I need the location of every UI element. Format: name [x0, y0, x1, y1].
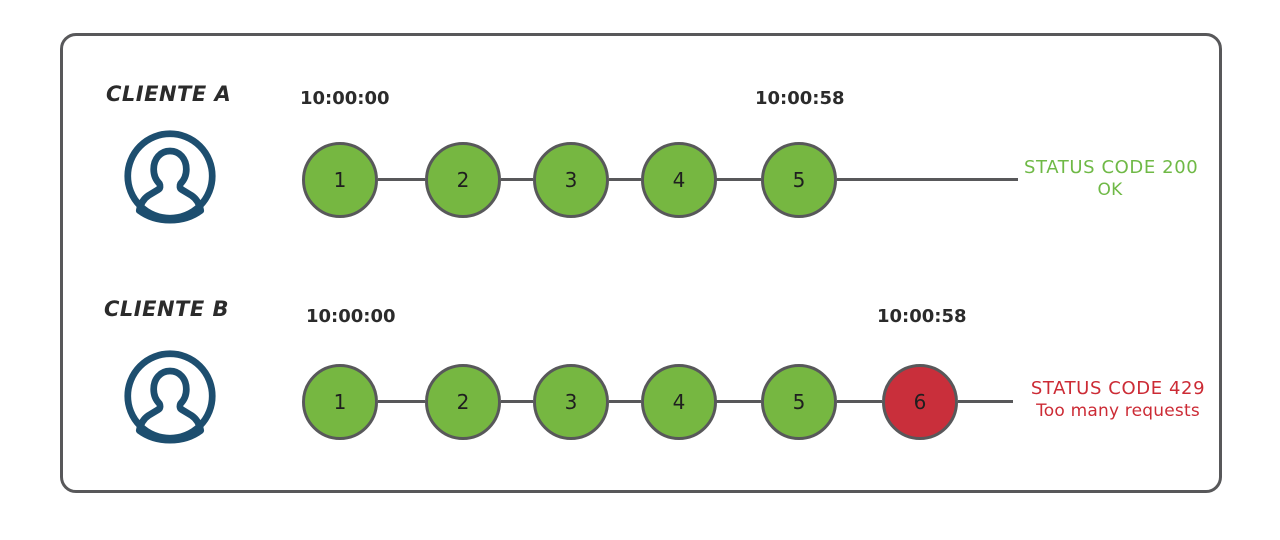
request-chain-b: 1 2 3 4 5 6	[302, 364, 1022, 464]
chain-connector	[609, 400, 641, 403]
request-node[interactable]: 2	[425, 364, 501, 440]
request-node-number: 2	[456, 390, 470, 414]
request-node-number: 3	[564, 168, 578, 192]
client-label-a: CLIENTE A	[106, 82, 232, 106]
request-node[interactable]: 1	[302, 364, 378, 440]
chain-connector	[716, 400, 761, 403]
request-chain-a: 1 2 3 4 5	[302, 142, 1022, 242]
request-node-number: 6	[913, 390, 927, 414]
chain-connector	[501, 400, 533, 403]
status-badge-b: STATUS CODE 429 Too many requests	[1020, 378, 1216, 422]
request-node-number: 3	[564, 390, 578, 414]
client-label-b: CLIENTE B	[104, 297, 230, 321]
status-code-a: STATUS CODE 200	[1024, 157, 1199, 178]
request-node[interactable]: 3	[533, 364, 609, 440]
timestamp-end-a: 10:00:58	[755, 88, 845, 109]
request-node-number: 1	[333, 168, 347, 192]
timestamp-end-b: 10:00:58	[877, 306, 967, 327]
request-node[interactable]: 3	[533, 142, 609, 218]
chain-connector	[378, 400, 425, 403]
chain-connector	[716, 178, 761, 181]
request-node[interactable]: 5	[761, 364, 837, 440]
chain-tail	[958, 400, 1013, 403]
status-detail-a: OK	[1097, 179, 1123, 200]
chain-connector	[501, 178, 533, 181]
chain-connector	[609, 178, 641, 181]
diagram-frame	[60, 33, 1222, 493]
status-detail-b: Too many requests	[1036, 400, 1200, 421]
status-badge-a: STATUS CODE 200 OK	[1024, 157, 1199, 201]
request-node[interactable]: 1	[302, 142, 378, 218]
timestamp-start-b: 10:00:00	[306, 306, 396, 327]
chain-connector	[378, 178, 425, 181]
request-node-number: 4	[672, 390, 686, 414]
request-node-number: 1	[333, 390, 347, 414]
status-code-b: STATUS CODE 429	[1030, 378, 1206, 399]
request-node-number: 4	[672, 168, 686, 192]
request-node-number: 2	[456, 168, 470, 192]
request-node-number: 5	[792, 168, 806, 192]
request-node[interactable]: 4	[641, 364, 717, 440]
request-node-number: 5	[792, 390, 806, 414]
chain-tail	[837, 178, 1018, 181]
user-avatar-icon	[122, 128, 218, 224]
request-node[interactable]: 5	[761, 142, 837, 218]
request-node-failed[interactable]: 6	[882, 364, 958, 440]
chain-connector	[837, 400, 882, 403]
timestamp-start-a: 10:00:00	[300, 88, 390, 109]
request-node[interactable]: 2	[425, 142, 501, 218]
user-avatar-icon	[122, 348, 218, 444]
request-node[interactable]: 4	[641, 142, 717, 218]
